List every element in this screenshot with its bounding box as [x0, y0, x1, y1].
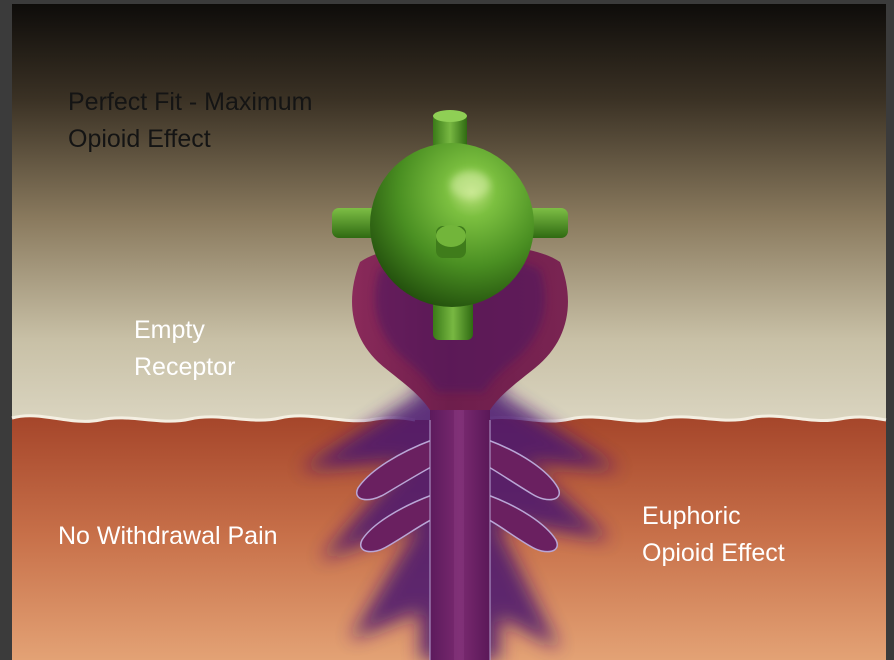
no-withdrawal-text: No Withdrawal Pain — [58, 518, 278, 555]
euphoric-line-2: Opioid Effect — [642, 535, 785, 572]
perfect-fit-line-1: Perfect Fit - Maximum — [68, 84, 312, 121]
perfect-fit-line-2: Opioid Effect — [68, 121, 312, 158]
empty-receptor-line-1: Empty — [134, 312, 235, 349]
no-withdrawal-label: No Withdrawal Pain — [58, 518, 278, 555]
empty-receptor-label: Empty Receptor — [134, 312, 235, 386]
empty-receptor-line-2: Receptor — [134, 349, 235, 386]
euphoric-line-1: Euphoric — [642, 498, 785, 535]
euphoric-label: Euphoric Opioid Effect — [642, 498, 785, 572]
perfect-fit-label: Perfect Fit - Maximum Opioid Effect — [68, 84, 312, 158]
